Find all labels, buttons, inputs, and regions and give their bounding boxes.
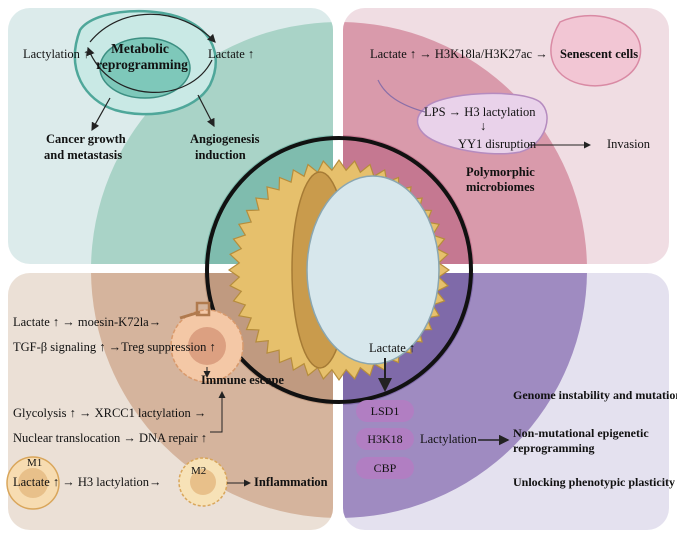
label-non-mutational-epigenetic: Non-mutational epigenetic bbox=[513, 426, 649, 440]
label-nuclear-dna-repair: Nuclear translocation → DNA repair ↑ bbox=[13, 431, 208, 445]
label-moesin-k72la: Lactate ↑ → moesin-K72la→ bbox=[13, 315, 162, 329]
label-lactylation-up: Lactylation ↑ bbox=[23, 47, 90, 61]
label-microbiomes: microbiomes bbox=[466, 180, 535, 194]
label-polymorphic: Polymorphic bbox=[466, 165, 535, 179]
center-ring-outline bbox=[205, 136, 473, 404]
arrow-to-cancer-growth bbox=[91, 97, 111, 132]
label-h3k18la-h3k27ac: Lactate ↑ → H3K18la/H3K27ac → bbox=[370, 47, 548, 61]
label-immune-escape: Immune escape bbox=[201, 373, 284, 387]
label-lps-h3-lactylation: LPS → H3 lactylation bbox=[424, 105, 536, 119]
antibody-illustration bbox=[179, 301, 211, 320]
label-inflammation: Inflammation bbox=[254, 475, 328, 489]
label-invasion: Invasion bbox=[607, 137, 651, 151]
label-m1: M1 bbox=[27, 457, 43, 469]
arrow-to-angiogenesis bbox=[197, 94, 215, 128]
label-lactate-up-tl: Lactate ↑ bbox=[208, 47, 255, 61]
label-senescent-cells: Senescent cells bbox=[560, 47, 639, 61]
label-lactate-h3-lactylation: Lactate ↑ → H3 lactylation→ bbox=[13, 475, 162, 489]
label-tgf-beta-treg: TGF-β signaling ↑ →Treg suppression ↑ bbox=[13, 340, 216, 354]
arrow-dna-repair-up bbox=[210, 391, 226, 433]
label-lactate-up-br: Lactate ↑ bbox=[369, 341, 416, 355]
label-metabolic: Metabolic bbox=[111, 41, 169, 56]
cancer-cell-illustration bbox=[73, 9, 217, 116]
m2-macrophage-illustration bbox=[178, 457, 228, 507]
bacterium-illustration bbox=[416, 92, 548, 155]
cycle-arrow-bottom bbox=[86, 46, 213, 93]
senescent-cell-illustration bbox=[550, 15, 642, 87]
cycle-arrow-top bbox=[89, 13, 216, 43]
label-phenotypic-plasticity: Unlocking phenotypic plasticity bbox=[513, 475, 676, 489]
label-reprogramming-br: reprogramming bbox=[513, 441, 595, 455]
label-reprogramming: reprogramming bbox=[96, 57, 188, 72]
label-angiogenesis: Angiogenesis bbox=[190, 132, 260, 146]
treg-cell-illustration bbox=[170, 309, 244, 383]
central-cell bbox=[227, 158, 451, 382]
label-cancer-growth: Cancer growth bbox=[46, 132, 126, 146]
bacterium-flagellum bbox=[377, 79, 426, 113]
label-down-arrow: ↓ bbox=[480, 119, 487, 133]
pill-h3k18: H3K18 bbox=[356, 428, 414, 450]
label-glycolysis-xrcc1: Glycolysis ↑ → XRCC1 lactylation → bbox=[13, 406, 207, 420]
pill-cbp: CBP bbox=[356, 457, 414, 479]
label-lactylation-br: Lactylation bbox=[420, 432, 477, 446]
label-yy1-disruption: YY1 disruption bbox=[458, 137, 537, 151]
pill-lsd1: LSD1 bbox=[356, 400, 414, 422]
label-and-metastasis: and metastasis bbox=[44, 148, 123, 162]
m1-macrophage-illustration bbox=[6, 456, 60, 510]
label-m2: M2 bbox=[191, 465, 207, 477]
label-induction: induction bbox=[195, 148, 246, 162]
label-genome-instability: Genome instability and mutation bbox=[513, 388, 677, 402]
